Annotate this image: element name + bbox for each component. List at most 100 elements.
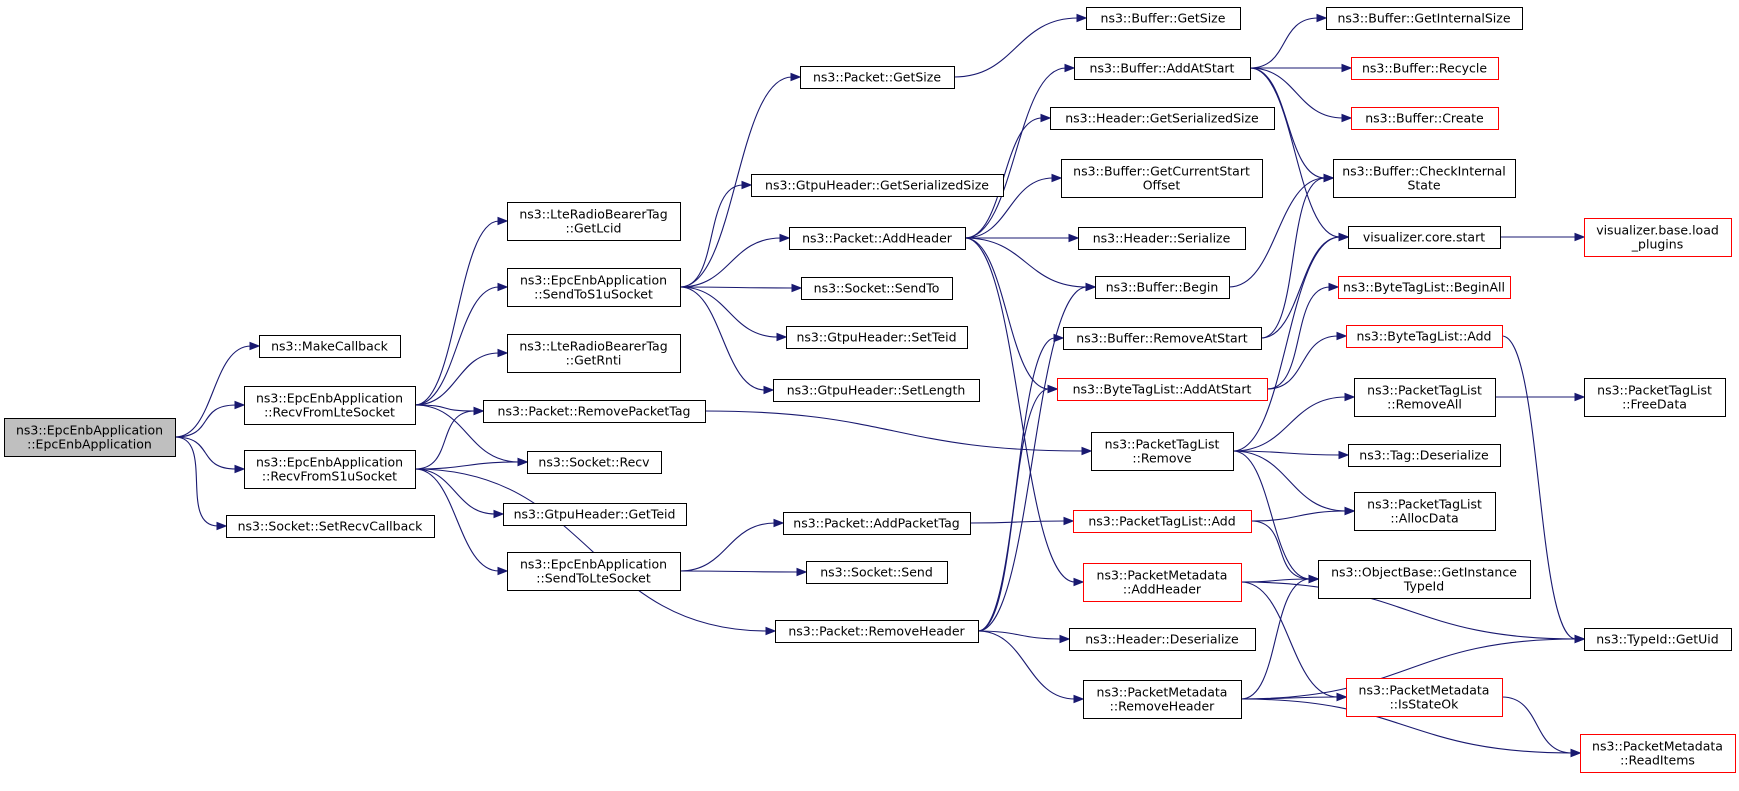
node-box <box>1073 510 1252 533</box>
node-send-to-s1u[interactable]: ns3::EpcEnbApplication::SendToS1uSocket <box>507 268 681 307</box>
edge-arrowhead <box>1574 634 1586 644</box>
node-pm-add-header[interactable]: ns3::PacketMetadata::AddHeader <box>1083 563 1242 602</box>
node-ptl-remove-all[interactable]: ns3::PacketTagList::RemoveAll <box>1354 378 1496 417</box>
node-label: ns3::ByteTagList::Add <box>1356 329 1491 344</box>
node-tag-deserialize[interactable]: ns3::Tag::Deserialize <box>1348 444 1501 467</box>
node-label: ns3::PacketMetadata <box>1592 739 1723 754</box>
node-make-callback[interactable]: ns3::MakeCallback <box>259 335 401 358</box>
node-buffer-get-internal-size[interactable]: ns3::Buffer::GetInternalSize <box>1326 7 1523 30</box>
node-set-recv-cb[interactable]: ns3::Socket::SetRecvCallback <box>226 515 435 538</box>
node-ptl-remove[interactable]: ns3::PacketTagList::Remove <box>1091 432 1234 471</box>
node-label: ns3::PacketTagList <box>1367 497 1482 512</box>
node-ptl-free-data[interactable]: ns3::PacketTagList::FreeData <box>1584 378 1726 417</box>
node-label: ns3::Buffer::GetInternalSize <box>1337 11 1510 26</box>
node-byte-tag-add[interactable]: ns3::ByteTagList::Add <box>1346 325 1503 348</box>
node-box <box>1584 218 1732 257</box>
node-gtpu-get-ser-size[interactable]: ns3::GtpuHeader::GetSerializedSize <box>751 174 1004 197</box>
edge-arrowhead <box>1344 392 1356 402</box>
edge-arrowhead <box>1047 384 1059 394</box>
node-ptl-alloc-data[interactable]: ns3::PacketTagList::AllocData <box>1354 492 1496 531</box>
node-packet-add-packet-tag[interactable]: ns3::Packet::AddPacketTag <box>783 512 971 535</box>
node-label: ns3::Buffer::Create <box>1365 111 1484 126</box>
node-gtpu-set-length[interactable]: ns3::GtpuHeader::SetLength <box>773 379 980 402</box>
node-recv-from-s1u[interactable]: ns3::EpcEnbApplication::RecvFromS1uSocke… <box>244 450 416 489</box>
node-packet-add-header[interactable]: ns3::Packet::AddHeader <box>789 227 966 250</box>
node-label: ns3::Buffer::AddAtStart <box>1090 61 1235 76</box>
node-socket-send-to[interactable]: ns3::Socket::SendTo <box>801 277 953 300</box>
node-box <box>1584 628 1732 651</box>
node-label: ns3::Packet::RemoveHeader <box>788 624 965 639</box>
node-get-lcid[interactable]: ns3::LteRadioBearerTag::GetLcid <box>507 202 681 241</box>
node-gtpu-get-teid[interactable]: ns3::GtpuHeader::GetTeid <box>503 503 687 526</box>
node-buffer-get-size[interactable]: ns3::Buffer::GetSize <box>1086 7 1241 30</box>
node-label: ns3::Buffer::CheckInternal <box>1342 164 1506 179</box>
edge-arrowhead <box>773 518 785 528</box>
node-buffer-recycle[interactable]: ns3::Buffer::Recycle <box>1351 57 1499 80</box>
node-byte-tag-add-at-start[interactable]: ns3::ByteTagList::AddAtStart <box>1057 378 1268 401</box>
node-label: ::GetLcid <box>566 221 622 236</box>
node-header-serialize[interactable]: ns3::Header::Serialize <box>1078 227 1246 250</box>
node-buffer-remove-at-start[interactable]: ns3::Buffer::RemoveAtStart <box>1063 327 1262 350</box>
node-label: ns3::EpcEnbApplication <box>256 455 403 470</box>
node-viz-core-start[interactable]: visualizer.core.start <box>1348 226 1501 249</box>
edge-packet-get-size-to-buffer-get-size <box>953 17 1079 78</box>
node-pm-remove-header[interactable]: ns3::PacketMetadata::RemoveHeader <box>1083 680 1242 719</box>
node-buffer-create[interactable]: ns3::Buffer::Create <box>1351 107 1499 130</box>
node-box <box>1078 227 1246 250</box>
edge-arrowhead <box>497 348 509 358</box>
node-box <box>1057 378 1268 401</box>
node-label: ns3::Header::Serialize <box>1093 231 1231 246</box>
edge-ptl-remove-to-ptl-alloc-data <box>1232 450 1347 512</box>
node-socket-recv[interactable]: ns3::Socket::Recv <box>527 451 662 474</box>
node-get-rnti[interactable]: ns3::LteRadioBearerTag::GetRnti <box>507 334 681 373</box>
node-header-get-ser-size[interactable]: ns3::Header::GetSerializedSize <box>1050 107 1275 130</box>
edge-buffer-add-at-start-to-viz-core-start <box>1249 67 1341 238</box>
node-buffer-add-at-start[interactable]: ns3::Buffer::AddAtStart <box>1074 57 1251 80</box>
node-box <box>507 202 681 241</box>
edge-recv-from-lte-to-socket-recv <box>414 404 520 463</box>
node-socket-send[interactable]: ns3::Socket::Send <box>806 561 948 584</box>
edge-byte-tag-add-to-type-id-get-uid <box>1501 335 1577 640</box>
node-packet-remove-header[interactable]: ns3::Packet::RemoveHeader <box>775 620 979 643</box>
edge-arrowhead <box>1574 232 1586 242</box>
node-box <box>527 451 662 474</box>
node-ptl-add[interactable]: ns3::PacketTagList::Add <box>1073 510 1252 533</box>
node-buffer-begin[interactable]: ns3::Buffer::Begin <box>1095 276 1230 299</box>
node-label: ns3::MakeCallback <box>271 339 389 354</box>
node-type-id-get-uid[interactable]: ns3::TypeId::GetUid <box>1584 628 1732 651</box>
edge-send-to-lte-to-socket-send <box>679 570 799 573</box>
node-pm-read-items[interactable]: ns3::PacketMetadata::ReadItems <box>1580 734 1736 773</box>
node-root[interactable]: ns3::EpcEnbApplication::EpcEnbApplicatio… <box>4 418 176 457</box>
edge-send-to-s1u-to-gtpu-get-ser-size <box>679 184 744 288</box>
node-label: ns3::Packet::RemovePacketTag <box>498 404 691 419</box>
node-label: ns3::GtpuHeader::GetTeid <box>514 507 676 522</box>
node-label: ns3::ObjectBase::GetInstance <box>1331 565 1517 580</box>
node-label: ::SendToLteSocket <box>536 571 651 586</box>
node-gtpu-set-teid[interactable]: ns3::GtpuHeader::SetTeid <box>786 326 968 349</box>
edge-arrowhead <box>1328 282 1340 292</box>
node-recv-from-lte[interactable]: ns3::EpcEnbApplication::RecvFromLteSocke… <box>244 386 416 425</box>
node-label: ns3::Socket::SetRecvCallback <box>238 519 423 534</box>
node-box <box>1346 678 1503 717</box>
node-remove-packet-tag[interactable]: ns3::Packet::RemovePacketTag <box>483 400 706 423</box>
edge-buffer-add-at-start-to-buffer-create <box>1249 67 1344 119</box>
node-packet-get-size[interactable]: ns3::Packet::GetSize <box>800 66 955 89</box>
node-viz-load-plugins[interactable]: visualizer.base.load_plugins <box>1584 218 1732 257</box>
node-byte-tag-begin-all[interactable]: ns3::ByteTagList::BeginAll <box>1338 276 1511 299</box>
node-box <box>1580 734 1736 773</box>
node-label: ns3::Packet::AddPacketTag <box>793 516 959 531</box>
node-label: TypeId <box>1403 579 1444 594</box>
node-box <box>244 450 416 489</box>
node-label: ns3::PacketTagList::Add <box>1088 514 1235 529</box>
node-label: ns3::GtpuHeader::SetTeid <box>796 330 956 345</box>
edge-arrowhead <box>1063 516 1075 526</box>
node-pm-is-state-ok[interactable]: ns3::PacketMetadata::IsStateOk <box>1346 678 1503 717</box>
edge-recv-from-s1u-to-socket-recv <box>414 461 520 470</box>
node-box <box>1050 107 1275 130</box>
node-header-deserialize[interactable]: ns3::Header::Deserialize <box>1069 628 1256 651</box>
edge-root-to-recv-from-s1u <box>174 436 237 470</box>
node-send-to-lte[interactable]: ns3::EpcEnbApplication::SendToLteSocket <box>507 552 681 591</box>
